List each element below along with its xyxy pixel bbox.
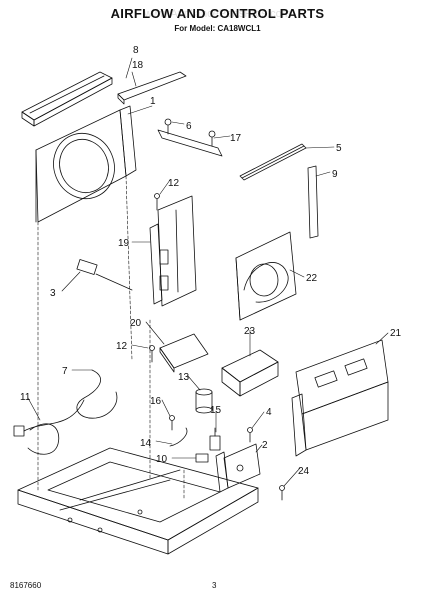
page-number: 3 bbox=[212, 581, 217, 590]
callout-15: 15 bbox=[210, 405, 222, 416]
part-seal-strip-9 bbox=[307, 165, 319, 239]
part-top-rail bbox=[21, 71, 113, 127]
callout-numbers: 8 18 1 6 17 5 9 12 19 3 22 20 23 21 12 7… bbox=[20, 45, 402, 477]
page-title: AIRFLOW AND CONTROL PARTS bbox=[110, 6, 325, 21]
callout-2: 2 bbox=[262, 440, 268, 451]
part-fan-shroud bbox=[35, 105, 137, 223]
callout-8: 8 bbox=[133, 45, 139, 56]
part-capacitor-13 bbox=[195, 388, 213, 414]
callout-18: 18 bbox=[132, 60, 144, 71]
leader-lines bbox=[27, 57, 389, 487]
part-bracket-18 bbox=[117, 71, 187, 105]
callout-21: 21 bbox=[390, 328, 402, 339]
part-control-bracket-19 bbox=[149, 195, 197, 307]
part-control-panel-2 bbox=[215, 443, 261, 493]
callout-14: 14 bbox=[140, 438, 152, 449]
part-screw-12-upper bbox=[154, 193, 160, 211]
leader-lines-dashed bbox=[37, 175, 185, 501]
part-control-tray-23 bbox=[221, 349, 279, 397]
callout-16: 16 bbox=[150, 396, 162, 407]
callout-9: 9 bbox=[332, 169, 338, 180]
callout-4: 4 bbox=[266, 407, 272, 418]
callout-10: 10 bbox=[156, 454, 168, 465]
part-screw-16 bbox=[169, 415, 175, 431]
part-tube-14 bbox=[169, 427, 188, 447]
part-screw-12-lower bbox=[149, 345, 155, 363]
part-seal-strip-5 bbox=[239, 143, 307, 181]
part-capacitor-bracket-20 bbox=[159, 333, 209, 373]
part-base-pan bbox=[17, 447, 259, 555]
document-code: 8167660 bbox=[10, 581, 42, 590]
callout-19: 19 bbox=[118, 238, 130, 249]
callout-3: 3 bbox=[50, 288, 56, 299]
callout-11: 11 bbox=[20, 392, 31, 403]
callout-12-lower: 12 bbox=[116, 341, 128, 352]
callout-22: 22 bbox=[306, 273, 318, 284]
part-thermostat-3 bbox=[76, 259, 133, 291]
callout-6: 6 bbox=[186, 121, 192, 132]
callout-20: 20 bbox=[130, 318, 142, 329]
part-brace-17 bbox=[157, 118, 223, 157]
callout-13: 13 bbox=[178, 372, 190, 383]
part-relay-10 bbox=[195, 453, 209, 463]
part-switch-15 bbox=[209, 427, 221, 451]
part-power-cord-11 bbox=[13, 369, 118, 455]
callout-24: 24 bbox=[298, 466, 310, 477]
part-screw-4 bbox=[247, 427, 253, 443]
callout-23: 23 bbox=[244, 326, 256, 337]
callout-1: 1 bbox=[150, 96, 156, 107]
callout-7: 7 bbox=[62, 366, 68, 377]
callout-12-upper: 12 bbox=[168, 178, 180, 189]
model-subtitle: For Model: CA18WCL1 bbox=[174, 24, 261, 33]
callout-5: 5 bbox=[336, 143, 342, 154]
part-scroll-housing-22 bbox=[235, 231, 297, 321]
part-front-grille-21 bbox=[291, 339, 389, 457]
callout-17: 17 bbox=[230, 133, 242, 144]
part-screw-24 bbox=[279, 485, 285, 501]
